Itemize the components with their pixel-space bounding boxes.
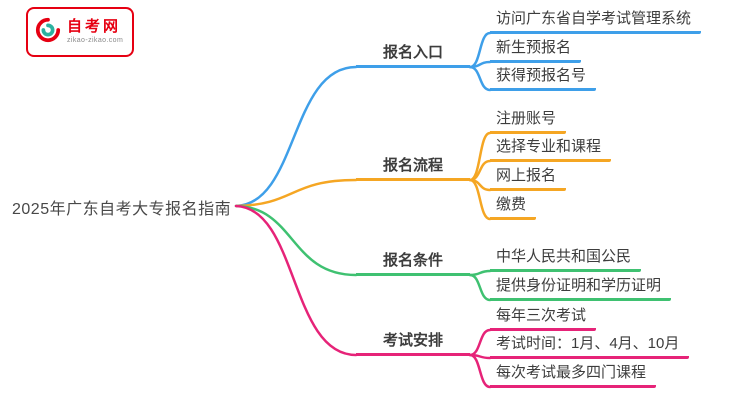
logo: 自考网 zikao-zikao.com: [26, 7, 134, 57]
leaf-process-1: 注册账号: [490, 110, 567, 134]
leaf-process-3: 网上报名: [490, 167, 567, 191]
branch-process: 报名流程: [356, 157, 470, 181]
logo-name: 自考网: [67, 17, 122, 35]
leaf-entry-3: 获得预报名号: [490, 67, 597, 91]
leaf-conditions-1: 中华人民共和国公民: [490, 248, 642, 272]
logo-swirl-icon: [35, 17, 61, 48]
leaf-entry-2: 新生预报名: [490, 39, 582, 63]
curve-schedule-leaf-3: [468, 353, 492, 389]
curve-schedule-leaf-1: [468, 328, 492, 357]
branch-conditions: 报名条件: [356, 252, 470, 276]
logo-domain: zikao-zikao.com: [67, 37, 124, 45]
curve-root-to-schedule: [234, 204, 358, 357]
curve-conditions-leaf-2: [468, 273, 492, 302]
leaf-conditions-2: 提供身份证明和学历证明: [490, 277, 672, 301]
curve-process-leaf-4: [468, 178, 492, 221]
leaf-process-4: 缴费: [490, 196, 537, 220]
curve-root-to-conditions: [234, 204, 358, 277]
branch-schedule: 考试安排: [356, 332, 470, 356]
leaf-schedule-3: 每次考试最多四门课程: [490, 364, 657, 388]
root-node: 2025年广东自考大专报名指南: [12, 201, 232, 218]
leaf-process-2: 选择专业和课程: [490, 138, 612, 162]
branch-entry: 报名入口: [356, 44, 470, 68]
curve-entry-leaf-3: [468, 65, 492, 92]
leaf-entry-1: 访问广东省自学考试管理系统: [490, 10, 702, 34]
curve-root-to-process: [234, 178, 358, 208]
leaf-schedule-1: 每年三次考试: [490, 307, 597, 331]
leaf-schedule-2: 考试时间：1月、4月、10月: [490, 335, 690, 359]
curve-root-to-entry: [234, 65, 358, 208]
